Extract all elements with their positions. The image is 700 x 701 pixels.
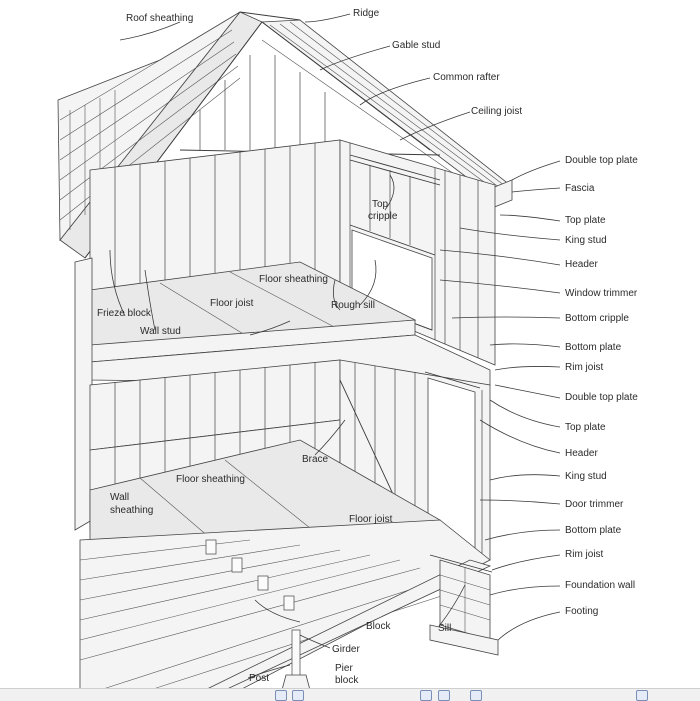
label-brace: Brace bbox=[302, 454, 329, 465]
label-fascia: Fascia bbox=[565, 183, 595, 194]
footing-slab bbox=[429, 624, 499, 656]
zoom-out-icon[interactable] bbox=[275, 690, 287, 701]
label-wall-sheathing-2: sheathing bbox=[110, 505, 153, 516]
label-sill: Sill bbox=[438, 623, 451, 634]
label-rim-joist-upper: Rim joist bbox=[565, 362, 604, 373]
label-top-plate-upper: Top plate bbox=[565, 215, 606, 226]
diagram-labels: Roof sheathing Ridge Gable stud Common r… bbox=[97, 8, 638, 686]
post bbox=[291, 629, 301, 681]
label-ridge: Ridge bbox=[353, 8, 380, 19]
expand-icon[interactable] bbox=[636, 690, 648, 701]
top-cripples bbox=[369, 165, 411, 245]
floor-blocks bbox=[205, 539, 295, 611]
lower-header bbox=[424, 371, 481, 389]
label-pier-block-2: block bbox=[335, 675, 359, 686]
upper-top-plate bbox=[349, 159, 441, 186]
label-king-stud-upper: King stud bbox=[565, 235, 607, 246]
label-king-stud-lower: King stud bbox=[565, 471, 607, 482]
next-icon[interactable] bbox=[438, 690, 450, 701]
zoom-in-icon[interactable] bbox=[292, 690, 304, 701]
label-frieze-block: Frieze block bbox=[97, 308, 152, 319]
label-double-top-plate-lower: Double top plate bbox=[565, 392, 638, 403]
label-rim-joist-lower: Rim joist bbox=[565, 549, 604, 560]
leader-lines bbox=[109, 13, 561, 679]
label-floor-sheathing-lower: Floor sheathing bbox=[176, 474, 245, 485]
gable-studs bbox=[199, 55, 326, 150]
label-top-plate-lower: Top plate bbox=[565, 422, 606, 433]
right-rafters bbox=[261, 21, 506, 191]
label-floor-joist-upper: Floor joist bbox=[210, 298, 254, 309]
lower-story bbox=[79, 359, 499, 691]
left-corner-post bbox=[74, 257, 93, 531]
label-floor-joist-lower: Floor joist bbox=[349, 514, 393, 525]
label-gable-stud: Gable stud bbox=[392, 40, 440, 51]
label-bottom-cripple: Bottom cripple bbox=[565, 313, 629, 324]
label-floor-sheathing-upper: Floor sheathing bbox=[259, 274, 328, 285]
label-header-upper: Header bbox=[565, 259, 598, 270]
prev-icon[interactable] bbox=[420, 690, 432, 701]
label-top-cripple-1: Top bbox=[372, 199, 389, 210]
label-door-trimmer: Door trimmer bbox=[565, 499, 624, 510]
share-icon[interactable] bbox=[470, 690, 482, 701]
label-foundation-wall: Foundation wall bbox=[565, 580, 635, 591]
label-footing: Footing bbox=[565, 606, 598, 617]
label-double-top-plate-upper: Double top plate bbox=[565, 155, 638, 166]
upper-story bbox=[74, 139, 496, 531]
viewer-toolbar-strip bbox=[0, 688, 700, 701]
label-wall-sheathing-1: Wall bbox=[110, 492, 129, 503]
label-girder: Girder bbox=[332, 644, 360, 655]
upper-double-top-plate bbox=[349, 154, 441, 181]
label-roof-sheathing: Roof sheathing bbox=[126, 13, 193, 24]
upper-side-wall-studs bbox=[349, 143, 479, 358]
label-window-trimmer: Window trimmer bbox=[565, 288, 638, 299]
gable-rafter-right bbox=[261, 21, 431, 151]
foundation-courses bbox=[439, 567, 491, 633]
label-post: Post bbox=[249, 673, 269, 684]
label-common-rafter: Common rafter bbox=[433, 72, 500, 83]
label-top-cripple-2: cripple bbox=[368, 211, 398, 222]
label-wall-stud: Wall stud bbox=[140, 326, 181, 337]
sill-plate bbox=[429, 554, 493, 573]
lower-floor-joists bbox=[79, 539, 461, 691]
label-ceiling-joist: Ceiling joist bbox=[471, 106, 522, 117]
label-pier-block-1: Pier bbox=[335, 663, 353, 674]
label-header-lower: Header bbox=[565, 448, 598, 459]
upper-header bbox=[349, 224, 436, 256]
label-bottom-plate-upper: Bottom plate bbox=[565, 342, 622, 353]
label-block: Block bbox=[366, 621, 391, 632]
ridge-beam bbox=[239, 11, 301, 21]
label-bottom-plate-lower: Bottom plate bbox=[565, 525, 622, 536]
label-rough-sill: Rough sill bbox=[331, 300, 375, 311]
